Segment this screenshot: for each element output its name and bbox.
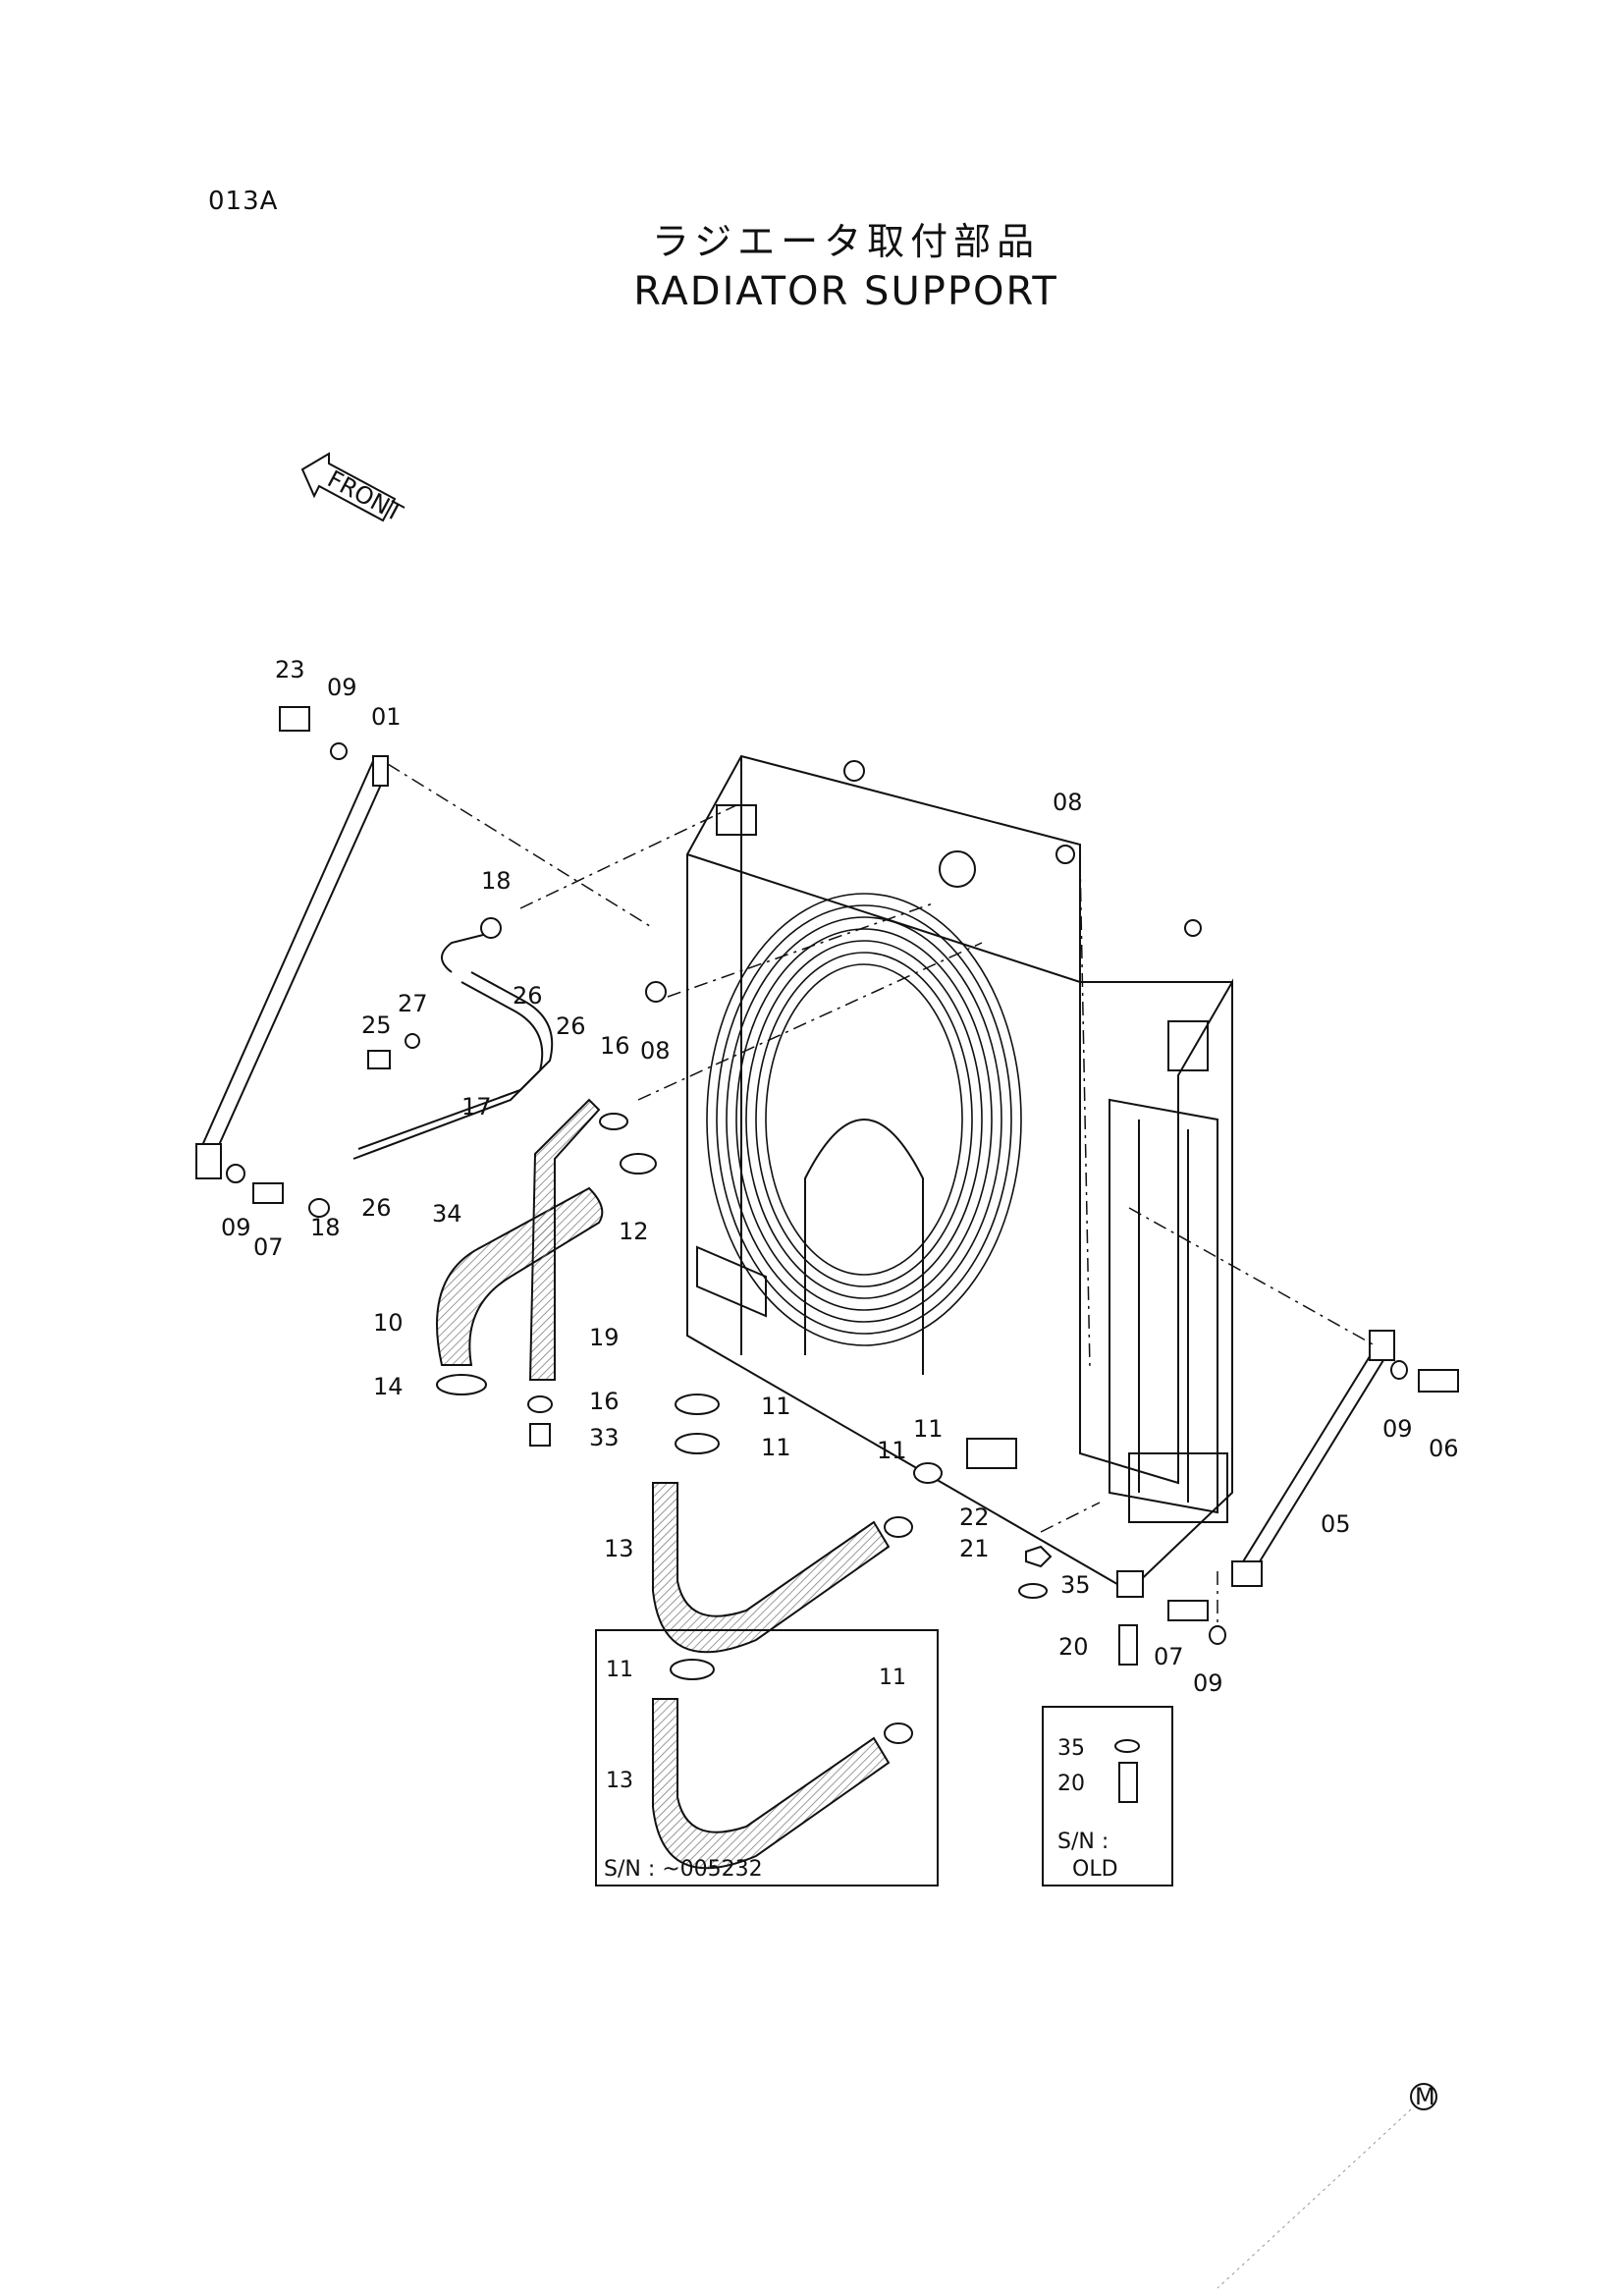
- title-english: RADIATOR SUPPORT: [633, 269, 1058, 314]
- callout-22: 22: [959, 1503, 990, 1531]
- callout-14: 14: [373, 1373, 404, 1400]
- callout-12: 12: [619, 1218, 649, 1245]
- inset-serial-label: S/N : ~005232: [604, 1857, 763, 1882]
- callout-11d: 11: [877, 1437, 907, 1464]
- callout-10: 10: [373, 1309, 404, 1337]
- callout-11b: 11: [761, 1434, 791, 1461]
- callout-33: 33: [589, 1424, 620, 1451]
- front-label: FRONT: [323, 465, 407, 527]
- inset-callout-13: 13: [606, 1769, 633, 1793]
- callout-21: 21: [959, 1535, 990, 1562]
- callout-08b: 08: [640, 1037, 671, 1065]
- hose-19: [528, 1098, 601, 1381]
- callout-27: 27: [398, 990, 428, 1017]
- inset-serial-old: 35 20 S/N : OLD: [1042, 1706, 1173, 1886]
- title-japanese: ラジエータ取付部品: [651, 220, 1041, 263]
- callout-09c: 09: [1382, 1415, 1413, 1443]
- callout-06: 06: [1429, 1435, 1459, 1462]
- callout-09a: 09: [327, 674, 357, 701]
- callout-17: 17: [461, 1093, 492, 1121]
- callout-18a: 18: [481, 867, 512, 895]
- callout-07b: 07: [1154, 1643, 1184, 1670]
- inset-serial-label: S/N :: [1057, 1830, 1109, 1854]
- callout-13: 13: [604, 1535, 634, 1562]
- callout-26b: 26: [556, 1012, 586, 1040]
- fan-shroud: [706, 893, 1022, 1375]
- hose-10: [436, 1186, 604, 1366]
- inset-callout-20: 20: [1057, 1772, 1085, 1796]
- stay-01: [194, 755, 389, 1179]
- page-code: 013A: [208, 187, 279, 216]
- callout-26a: 26: [513, 982, 543, 1010]
- stay-05: [1231, 1330, 1395, 1587]
- pipe-17: [352, 932, 554, 1160]
- inset-serial-range: 11 11 13 S/N : ~005232: [595, 1629, 939, 1886]
- callout-34: 34: [432, 1200, 462, 1228]
- callout-05: 05: [1321, 1510, 1351, 1538]
- callout-01: 01: [371, 703, 402, 731]
- callout-08a: 08: [1053, 789, 1083, 816]
- fasteners: [226, 706, 1459, 1666]
- inset-serial-value: OLD: [1072, 1857, 1118, 1882]
- callout-16a: 16: [600, 1032, 630, 1060]
- corner-mark-icon: M: [1217, 2083, 1437, 2289]
- title-block: ラジエータ取付部品 RADIATOR SUPPORT: [0, 211, 1623, 314]
- callout-07a: 07: [253, 1233, 284, 1261]
- callout-25: 25: [361, 1011, 392, 1039]
- radiator-core: [686, 754, 1233, 1593]
- callout-19: 19: [589, 1324, 620, 1351]
- hose-13: [652, 1482, 891, 1654]
- callout-09b: 09: [221, 1214, 251, 1241]
- callout-35: 35: [1060, 1571, 1091, 1599]
- callout-09d: 09: [1193, 1669, 1223, 1697]
- inset-callout-11a: 11: [606, 1658, 633, 1682]
- inset-callout-35: 35: [1057, 1736, 1085, 1761]
- callout-23: 23: [275, 656, 305, 683]
- callout-18b: 18: [310, 1214, 341, 1241]
- callout-11a: 11: [761, 1393, 791, 1420]
- callout-16b: 16: [589, 1388, 620, 1415]
- front-arrow-icon: FRONT: [300, 452, 407, 527]
- callout-26c: 26: [361, 1194, 392, 1222]
- inset-callout-11b: 11: [879, 1666, 906, 1690]
- callout-20: 20: [1058, 1633, 1089, 1661]
- callout-labels: 23 09 01 08 18 26 27 26 25 08 16 17 09 0…: [221, 656, 1459, 1697]
- corner-mark-label: M: [1415, 2083, 1435, 2110]
- leader-lines: [387, 763, 1376, 1630]
- callout-11c: 11: [913, 1415, 944, 1443]
